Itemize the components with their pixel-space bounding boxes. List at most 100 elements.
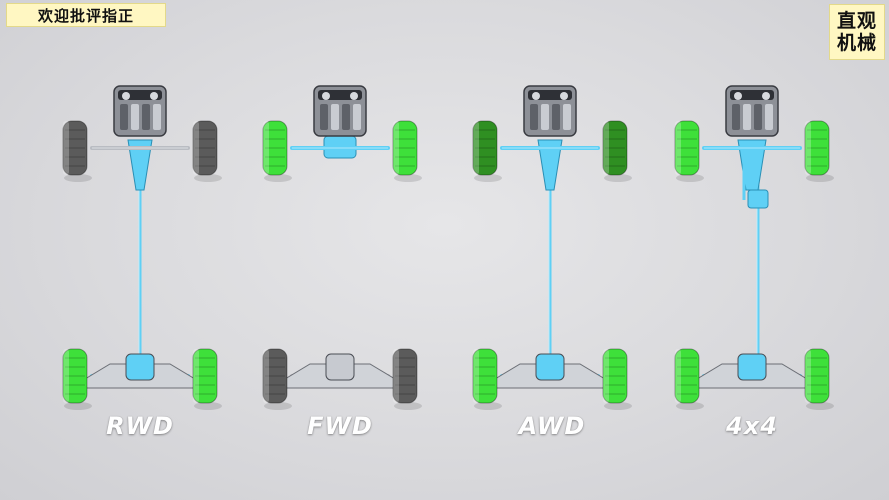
wheel-icon [804, 120, 834, 182]
differential-housing [737, 353, 767, 381]
drivetrain-rwd [62, 85, 222, 410]
wheel-icon [62, 348, 92, 410]
tire-highlight [393, 349, 399, 403]
engine-cylinder [552, 104, 560, 130]
tire-highlight [473, 349, 479, 403]
tire [602, 120, 628, 176]
engine-cylinder [530, 104, 538, 130]
engine-pulley [762, 92, 770, 100]
engine-icon [725, 85, 779, 137]
logo-line-2: 机械 [836, 32, 877, 54]
wheel-shadow [194, 174, 222, 182]
engine-cylinder [320, 104, 328, 130]
wheel-icon [192, 348, 222, 410]
tire-highlight [675, 121, 681, 175]
rear-differential [691, 353, 813, 389]
wheel-shadow [64, 174, 92, 182]
tire [62, 120, 88, 176]
tire-highlight [263, 349, 269, 403]
transfer-case [747, 189, 769, 209]
tire-highlight [603, 349, 609, 403]
differential-housing [535, 353, 565, 381]
engine-cylinder [131, 104, 139, 130]
engine-pulley [322, 92, 330, 100]
wheel-icon [262, 120, 292, 182]
wheel-shadow [806, 174, 834, 182]
tire [192, 120, 218, 176]
engine-pulley [150, 92, 158, 100]
tire-highlight [63, 121, 69, 175]
engine-pulley [350, 92, 358, 100]
drivetrain-fwd [262, 85, 422, 410]
tire [392, 348, 418, 404]
tire [674, 120, 700, 176]
wheel-shadow [264, 174, 292, 182]
tire-highlight [263, 121, 269, 175]
wheel-shadow [676, 174, 704, 182]
tire-highlight [193, 121, 199, 175]
wheel-shadow [64, 402, 92, 410]
engine-cylinder [743, 104, 751, 130]
channel-logo: 直观 机械 [829, 4, 885, 60]
rear-differential [279, 353, 401, 389]
engine-cylinder [563, 104, 571, 130]
transmission [537, 139, 563, 191]
label-4x4: 4x4 [726, 412, 778, 440]
tire [804, 120, 830, 176]
engine-icon [313, 85, 367, 137]
differential-housing [125, 353, 155, 381]
tire [192, 348, 218, 404]
tire [472, 120, 498, 176]
tire-highlight [805, 349, 811, 403]
tire-highlight [63, 349, 69, 403]
tire [674, 348, 700, 404]
wheel-icon [392, 348, 422, 410]
tire-highlight [805, 121, 811, 175]
engine-icon [523, 85, 577, 137]
tire-highlight [603, 121, 609, 175]
wheel-icon [602, 120, 632, 182]
drivetrain-4x4 [674, 85, 834, 410]
wheel-icon [192, 120, 222, 182]
wheel-shadow [394, 402, 422, 410]
wheel-icon [674, 120, 704, 182]
engine-cylinder [541, 104, 549, 130]
engine-cylinder [765, 104, 773, 130]
engine-pulley [734, 92, 742, 100]
wheel-icon [472, 348, 502, 410]
engine-cylinder [120, 104, 128, 130]
wheel-shadow [474, 174, 502, 182]
engine-icon [113, 85, 167, 137]
wheel-icon [472, 120, 502, 182]
logo-line-1: 直观 [836, 10, 877, 32]
wheel-shadow [394, 174, 422, 182]
wheel-icon [602, 348, 632, 410]
label-awd: AWD [518, 412, 586, 440]
wheel-shadow [264, 402, 292, 410]
welcome-banner: 欢迎批评指正 [6, 3, 166, 27]
tire-highlight [393, 121, 399, 175]
engine-cylinder [754, 104, 762, 130]
engine-cylinder [342, 104, 350, 130]
tire [472, 348, 498, 404]
transmission [127, 139, 153, 191]
tire [262, 348, 288, 404]
wheel-shadow [194, 402, 222, 410]
engine-pulley [560, 92, 568, 100]
rear-differential [489, 353, 611, 389]
banner-text: 欢迎批评指正 [37, 6, 134, 25]
tire [602, 348, 628, 404]
differential-housing [325, 353, 355, 381]
tire-highlight [193, 349, 199, 403]
tire-highlight [473, 121, 479, 175]
engine-cylinder [732, 104, 740, 130]
wheel-icon [392, 120, 422, 182]
engine-cylinder [353, 104, 361, 130]
tire [262, 120, 288, 176]
wheel-icon [262, 348, 292, 410]
drivetrain-awd [472, 85, 632, 410]
wheel-shadow [474, 402, 502, 410]
wheel-shadow [604, 174, 632, 182]
label-fwd: FWD [307, 412, 373, 440]
